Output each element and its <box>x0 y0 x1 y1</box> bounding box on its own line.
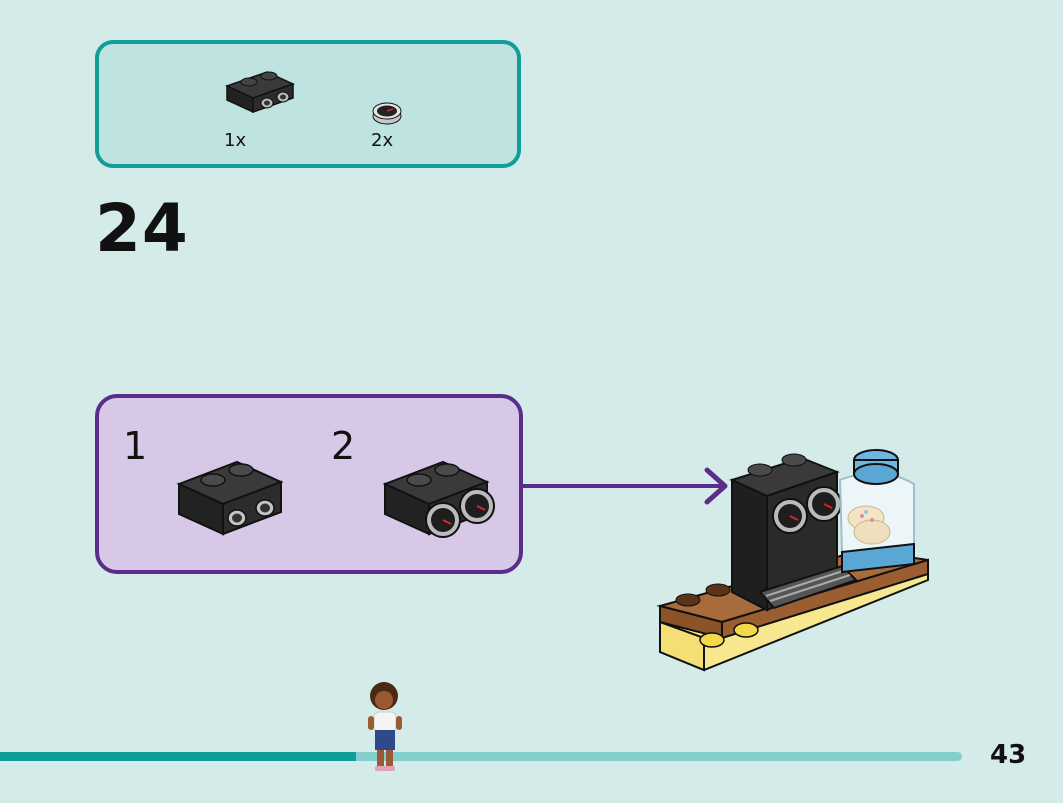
bracket-plate-icon <box>176 460 284 536</box>
minifigure-icon <box>368 682 402 771</box>
progress-track <box>0 752 962 761</box>
page-number: 43 <box>990 740 1027 770</box>
parts-list-box: 1x 2x <box>95 40 521 168</box>
step-number: 24 <box>95 190 189 267</box>
sub-step-number: 1 <box>123 424 148 468</box>
part-quantity: 2x <box>371 130 394 151</box>
bracket-plate-icon <box>225 71 295 114</box>
coffee-machine-model-illustration <box>656 449 929 672</box>
progress-fill <box>0 752 356 761</box>
arrow-right-icon <box>523 467 728 505</box>
round-gauge-tile-icon <box>372 102 402 125</box>
bracket-with-gauges-icon <box>382 460 495 538</box>
part-quantity: 1x <box>224 130 247 151</box>
sub-assembly-box: 1 2 <box>95 394 523 574</box>
sub-step-number: 2 <box>331 424 356 468</box>
